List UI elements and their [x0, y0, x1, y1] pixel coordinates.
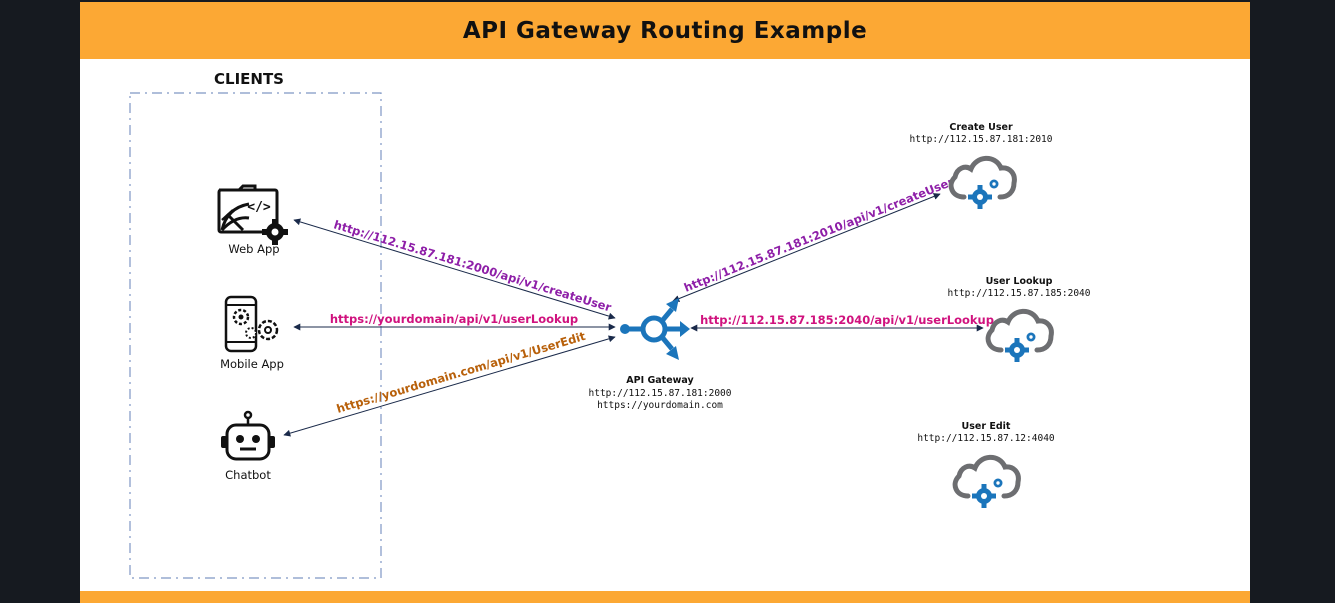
gateway-name: API Gateway	[626, 375, 694, 386]
cloud-gear-icon	[948, 155, 1017, 209]
client-label-mobile-app: Mobile App	[220, 357, 284, 371]
route-line-web-app	[293, 218, 616, 320]
robot-icon	[221, 410, 275, 461]
route-label-create-user-client: http://112.15.87.181:2000/api/v1/createU…	[332, 217, 613, 314]
client-label-web-app: Web App	[228, 242, 279, 256]
gateway-hub-icon	[620, 298, 690, 360]
service-name-user-edit: User Edit	[962, 421, 1011, 432]
service-url-create-user: http://112.15.87.181:2010	[910, 134, 1053, 145]
cloud-gear-icon	[985, 308, 1054, 362]
diagram-canvas: CLIENTS </> Web App	[129, 70, 1091, 579]
svg-text:</>: </>	[247, 200, 271, 215]
footer-banner	[80, 591, 1250, 603]
route-line-chatbot	[283, 335, 616, 437]
title-banner: API Gateway Routing Example	[80, 2, 1250, 59]
cloud-gear-icon	[952, 454, 1021, 508]
diagram-title: API Gateway Routing Example	[462, 17, 868, 44]
mobile-app-gears-icon	[224, 295, 279, 353]
clients-heading: CLIENTS	[214, 70, 284, 88]
route-label-user-edit-client: https://yourdomain.com/api/v1/UserEdit	[335, 329, 588, 416]
gateway-url-domain: https://yourdomain.com	[597, 400, 723, 411]
gateway-url-ip: http://112.15.87.181:2000	[589, 388, 732, 399]
web-app-gear-icon: </>	[217, 184, 288, 245]
service-url-user-edit: http://112.15.87.12:4040	[917, 433, 1055, 444]
client-label-chatbot: Chatbot	[225, 468, 271, 482]
service-name-create-user: Create User	[949, 122, 1013, 133]
route-label-create-user-service: http://112.15.87.181:2010/api/v1/createU…	[682, 174, 956, 295]
diagram-slide: API Gateway Routing Example CLIENTS </>	[80, 2, 1250, 603]
route-label-user-lookup-client: https://yourdomain/api/v1/userLookup	[330, 312, 578, 326]
route-label-user-lookup-service: http://112.15.87.185:2040/api/v1/userLoo…	[700, 313, 994, 327]
service-url-user-lookup: http://112.15.87.185:2040	[948, 288, 1091, 299]
service-name-user-lookup: User Lookup	[986, 276, 1053, 287]
route-line-create-user	[672, 193, 941, 302]
